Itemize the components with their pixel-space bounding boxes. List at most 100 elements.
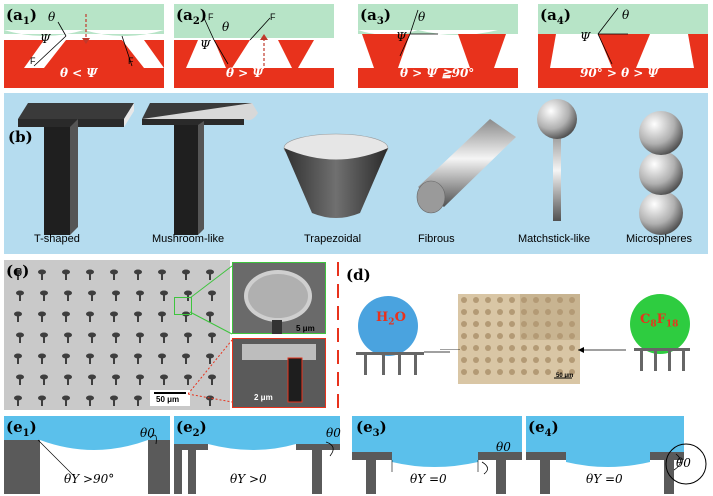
photo-dot: [473, 345, 479, 351]
photo-dot: [461, 321, 467, 327]
photo-dot: [557, 321, 563, 327]
panel-a2-diagram: [174, 4, 334, 88]
panel-a1-label: (a1): [6, 6, 37, 27]
caption-t-shaped: T-shaped: [34, 233, 80, 245]
panel-a3-condition: θ > Ψ ≧90°: [400, 66, 475, 80]
sem-pillar-stem: [139, 335, 141, 343]
photo-dot: [569, 333, 575, 339]
sem-pillar-stem: [91, 293, 93, 301]
sem-pillar-stem: [161, 314, 163, 322]
sem-pillar-stem: [43, 377, 45, 385]
photo-dot: [485, 369, 491, 375]
sem-pillar-stem: [91, 377, 93, 385]
panel-e1-diagram: [4, 416, 170, 494]
surface-photo: [458, 294, 580, 384]
panel-a3-theta: θ: [418, 10, 426, 24]
sem-pillar-stem: [163, 293, 165, 301]
panel-a4-label: (a4): [540, 6, 571, 27]
scale-bottom-text: 2 μm: [254, 393, 273, 402]
sem-pillar-stem: [187, 377, 189, 385]
photo-dot: [461, 369, 467, 375]
photo-dot: [509, 357, 515, 363]
photo-dot: [545, 309, 551, 315]
panel-e4-diagram: [526, 416, 707, 494]
photo-dot: [497, 321, 503, 327]
photo-dot: [485, 357, 491, 363]
t-shaped-shape: [18, 103, 134, 235]
photo-dot: [509, 333, 515, 339]
sem-pillar-stem: [43, 335, 45, 343]
panel-a4-psi: Ψ: [580, 30, 591, 44]
sem-pillar-stem: [41, 272, 43, 280]
fluoro-label: C8F18: [640, 312, 679, 330]
photo-dot: [461, 309, 467, 315]
sem-pillar-stem: [65, 398, 67, 406]
panel-e3-theta0: θ0: [496, 440, 511, 454]
photo-dot: [521, 333, 527, 339]
panel-e4-theta0: θ0: [676, 456, 691, 470]
sem-pillar-stem: [137, 398, 139, 406]
photo-dot: [473, 297, 479, 303]
sem-pillar-stem: [17, 272, 19, 280]
sem-pillar-stem: [211, 335, 213, 343]
matchstick-shape: [537, 99, 577, 221]
panel-a1-theta: θ: [48, 10, 56, 24]
panel-e2-theta0: θ0: [326, 426, 341, 440]
sem-pillar-stem: [19, 293, 21, 301]
photo-dot: [485, 309, 491, 315]
photo-dot: [569, 357, 575, 363]
sem-pillar-stem: [113, 398, 115, 406]
photo-dot: [533, 357, 539, 363]
sem-pillar-stem: [41, 314, 43, 322]
photo-dot: [485, 297, 491, 303]
photo-dot: [461, 345, 467, 351]
panel-e2-thetaY: θY >0: [230, 472, 267, 486]
panel-a2-theta: θ: [222, 20, 230, 34]
sem-pillar-stem: [89, 356, 91, 364]
sem-pillar-stem: [185, 356, 187, 364]
sem-pillar-stem: [209, 398, 211, 406]
photo-dot: [569, 297, 575, 303]
scale-bar-main-bg: [150, 390, 190, 406]
photo-dot: [497, 333, 503, 339]
photo-dot: [509, 297, 515, 303]
photo-dot: [497, 357, 503, 363]
arrow-water: [440, 349, 460, 350]
photo-dot: [569, 369, 575, 375]
water-label: H2O: [376, 310, 406, 328]
sem-pillar-stem: [163, 335, 165, 343]
panel-e2-diagram: [174, 416, 340, 494]
panel-b-label: (b): [8, 128, 33, 146]
photo-dot: [485, 333, 491, 339]
sem-pillar-stem: [211, 377, 213, 385]
photo-dot: [521, 369, 527, 375]
photo-dot: [497, 345, 503, 351]
panel-a1-force-right: F: [128, 56, 134, 66]
sem-pillar-stem: [211, 293, 213, 301]
scale-main-text: 50 μm: [156, 395, 180, 404]
panel-e3-diagram: [352, 416, 522, 494]
photo-dot: [533, 345, 539, 351]
panel-e4-thetaY: θY =0: [586, 472, 623, 486]
sem-pillar-stem: [137, 314, 139, 322]
sem-pillar-stem: [113, 272, 115, 280]
photo-dot: [569, 309, 575, 315]
photo-dot: [521, 309, 527, 315]
photo-dot: [509, 345, 515, 351]
caption-fibrous: Fibrous: [418, 233, 455, 245]
panel-e1-label: (e1): [6, 418, 37, 439]
sem-pillar-stem: [17, 398, 19, 406]
trapezoidal-shape: [283, 133, 389, 218]
panel-a2-psi: Ψ: [200, 38, 211, 52]
sem-pillar-stem: [137, 356, 139, 364]
sem-pillar-stem: [163, 377, 165, 385]
caption-trapezoidal: Trapezoidal: [304, 233, 362, 245]
photo-dot: [497, 309, 503, 315]
photo-dot: [473, 357, 479, 363]
sem-pillar-stem: [113, 356, 115, 364]
panel-a4-condition: 90° > θ > Ψ: [580, 66, 659, 80]
photo-dot: [509, 309, 515, 315]
sem-pillar-stem: [209, 356, 211, 364]
caption-microspheres: Microspheres: [626, 233, 693, 245]
photo-dot: [485, 345, 491, 351]
